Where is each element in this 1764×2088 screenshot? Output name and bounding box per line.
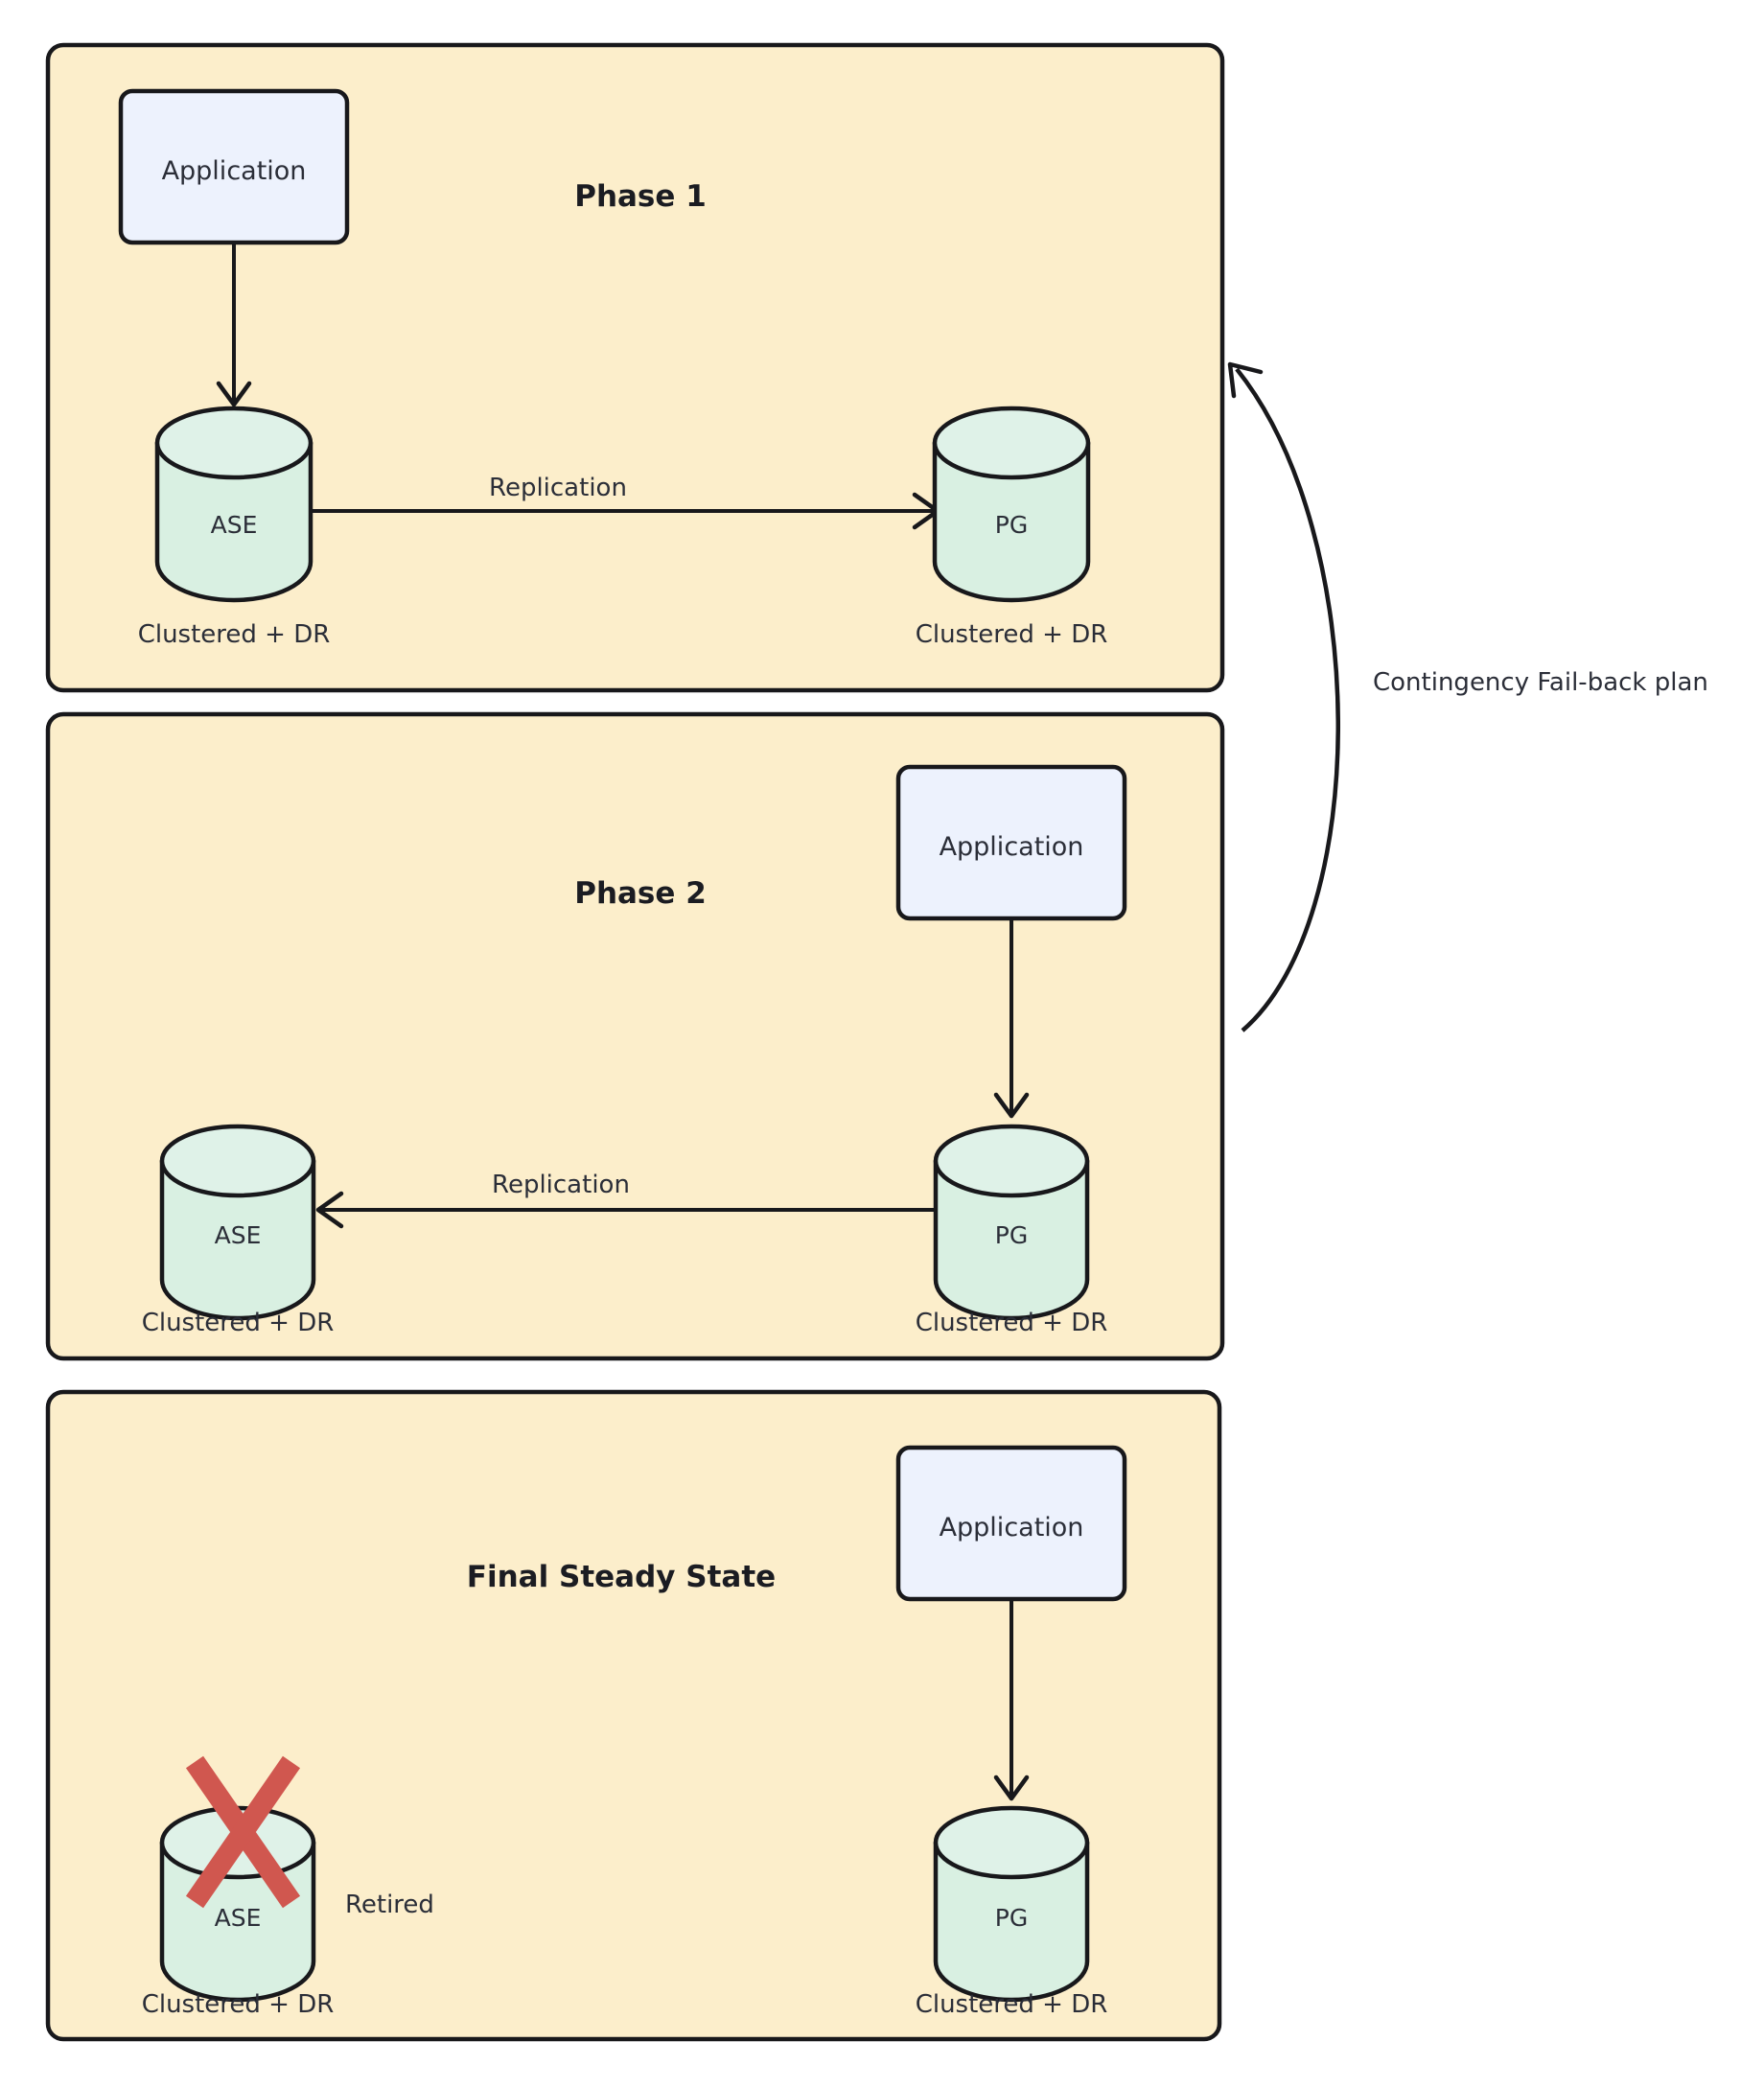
panel-phase-1-title: Phase 1 — [574, 179, 707, 214]
final-pg-label: PG — [995, 1904, 1028, 1932]
contingency-failback-arrow: Contingency Fail-back plan — [1227, 361, 1708, 1032]
final-application-label: Application — [940, 1513, 1084, 1543]
retired-cross-icon — [185, 1755, 301, 1909]
phase-1-replication-label: Replication — [489, 474, 627, 502]
phase-2-ase-caption: Clustered + DR — [142, 1309, 335, 1337]
phase-2-application-label: Application — [940, 832, 1084, 862]
phase-2-ase-cylinder-top — [159, 1124, 316, 1198]
final-pg-cylinder-top — [933, 1805, 1090, 1880]
phase-2-pg-caption: Clustered + DR — [916, 1309, 1108, 1337]
phase-2-app-to-pg-arrowhead — [993, 1092, 1030, 1119]
phase-2-replication-label: Replication — [492, 1171, 630, 1199]
phase-2-pg-cylinder-top — [933, 1124, 1090, 1198]
phase-1-ase-cylinder-top — [154, 406, 313, 480]
phase-1-pg-caption: Clustered + DR — [916, 620, 1108, 649]
final-app-to-pg-arrowhead — [993, 1775, 1030, 1801]
phase-2-ase-cylinder-body[interactable] — [159, 1158, 316, 1321]
phase-2-ase-node[interactable]: ASE — [159, 1124, 316, 1321]
phase-1-app-to-ase-arrow — [216, 243, 252, 407]
phase-1-pg-node[interactable]: PG — [932, 406, 1091, 603]
final-app-to-pg-arrow — [993, 1599, 1030, 1801]
phase-2-ase-label: ASE — [215, 1221, 262, 1249]
retired-cross-stroke-b — [185, 1755, 301, 1909]
phase-1-application-label: Application — [162, 156, 307, 186]
panel-phase-1: Phase 1 Application ASE Clustered + DR — [45, 42, 1225, 693]
phase-1-pg-cylinder-body[interactable] — [932, 440, 1091, 603]
phase-2-replication-arrow: Replication — [315, 1171, 938, 1229]
phase-1-ase-node[interactable]: ASE — [154, 406, 313, 603]
final-ase-status-label: Retired — [345, 1891, 434, 1919]
final-ase-label: ASE — [215, 1904, 262, 1932]
final-pg-node[interactable]: PG — [933, 1805, 1090, 2003]
phase-1-pg-cylinder-top — [932, 406, 1091, 480]
phase-1-app-to-ase-arrowhead — [216, 381, 252, 407]
panel-final-steady-state-title: Final Steady State — [467, 1560, 776, 1594]
phase-1-ase-label: ASE — [211, 511, 258, 539]
phase-1-replication-arrow: Replication — [313, 474, 940, 530]
contingency-failback-arrowhead — [1227, 361, 1264, 399]
phase-2-pg-label: PG — [995, 1221, 1028, 1249]
final-application-node[interactable]: Application — [895, 1445, 1127, 1602]
phase-2-pg-node[interactable]: PG — [933, 1124, 1090, 1321]
phase-1-pg-label: PG — [995, 511, 1028, 539]
phase-1-ase-cylinder-body[interactable] — [154, 440, 313, 603]
phase-1-ase-caption: Clustered + DR — [138, 620, 331, 649]
phase-2-pg-cylinder-body[interactable] — [933, 1158, 1090, 1321]
panel-final-steady-state: Final Steady State Application ASE — [45, 1389, 1222, 2042]
final-pg-cylinder-body[interactable] — [933, 1840, 1090, 2003]
phase-2-application-node[interactable]: Application — [895, 764, 1127, 921]
final-pg-caption: Clustered + DR — [916, 1990, 1108, 2019]
contingency-failback-curve — [1235, 367, 1340, 1032]
panel-phase-2: Phase 2 Application ASE Clustered + DR — [45, 711, 1225, 1361]
panel-phase-2-title: Phase 2 — [574, 876, 707, 911]
contingency-failback-label: Contingency Fail-back plan — [1373, 668, 1708, 697]
final-ase-caption: Clustered + DR — [142, 1990, 335, 2019]
phase-1-application-node[interactable]: Application — [118, 88, 350, 245]
phase-2-app-to-pg-arrow — [993, 918, 1030, 1119]
phase-2-replication-arrowhead — [315, 1191, 344, 1229]
